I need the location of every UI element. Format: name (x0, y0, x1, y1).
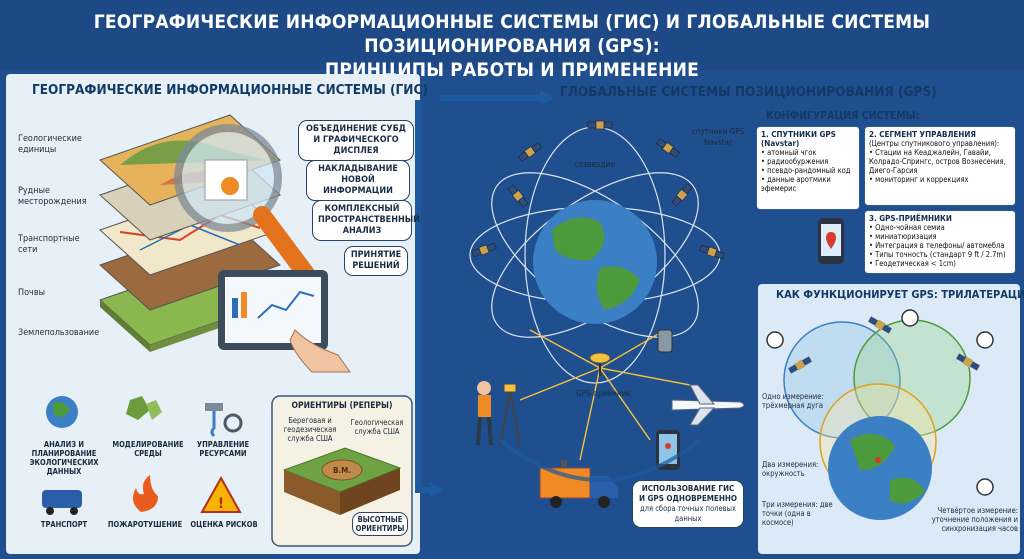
layer-label-geology: Геологические единицы (18, 134, 82, 155)
seg1-item: • радиообуржения (761, 157, 829, 166)
seg3-item: • миниатюризация (869, 232, 937, 241)
layer-label-ore: Рудные месторождения (18, 186, 87, 207)
seg3-item: • Интеграция в телефоны/ автомебла (869, 241, 1005, 250)
layer-label-transport: Транспортные сети (18, 234, 80, 255)
surveyor-icon (476, 381, 521, 446)
globe (533, 200, 657, 324)
seg3-title: 3. GPS-ПРИЁМНИКИ (869, 214, 952, 223)
trilateration-globe (828, 416, 932, 520)
usage-title: ИСПОЛЬЗОВАНИЕ ГИС И GPS ОДНОВРЕМЕННО (639, 484, 737, 503)
benchmark-usgs-label: Геологическая служба США (350, 418, 404, 436)
trilateration-title: КАК ФУНКЦИОНИРУЕТ GPS: ТРИЛАТЕРАЦИЯ (776, 288, 1024, 301)
seg1-title: 1. СПУТНИКИ GPS (Navstar) (761, 130, 836, 148)
benchmark-elevation-label: ВЫСОТНЫЕ ОРИЕНТИРЫ (352, 512, 408, 536)
seg2-item: Колрадо-Спрингс, остров Вознесения, Диег… (869, 157, 1006, 175)
config-seg3: 3. GPS-ПРИЁМНИКИ • Одно-чойная семиа • м… (864, 210, 1016, 274)
benchmark-title: ОРИЕНТИРЫ (РЕПЕРЫ) (291, 401, 393, 411)
seg2-item: • Стации на Кеаджалейн, Гавайи, (869, 148, 991, 157)
benchmark-coast-label: Береговая и геодезическая служба США (283, 416, 337, 443)
app-label-transport: ТРАНСПОРТ (40, 520, 88, 529)
airplane-icon (671, 384, 745, 426)
seg2-subtitle: (Центры спутникового управления): (869, 139, 1000, 148)
seg3-item: • Одно-чойная семиа (869, 223, 945, 232)
benchmark-marker-text: B.M. (332, 466, 352, 475)
gps-receiver-icon (589, 352, 611, 376)
constellation-label: созвездие (574, 160, 616, 170)
callout-dbms: ОБЪЕДИНЕНИЕ СУБД И ГРАФИЧЕСКОГО ДИСПЛЕЯ (298, 120, 414, 161)
config-phone-icon (818, 218, 844, 264)
callout-analysis: КОМПЛЕКСНЫЙ ПРОСТРАНСТВЕННЫЙ АНАЛИЗ (312, 200, 420, 241)
gis-title: ГЕОГРАФИЧЕСКИЕ ИНФОРМАЦИОННЫЕ СИСТЕМЫ (Г… (32, 82, 428, 98)
app-label-risk: ОЦЕНКА РИСКОВ (190, 520, 258, 529)
satellite-icons (471, 120, 725, 260)
trilateration-one: Одно измерение: трёхмерная дуга (762, 392, 824, 410)
svg-text:!: ! (218, 496, 224, 512)
seg2-title: 2. СЕГМЕНТ УПРАВЛЕНИЯ (869, 130, 976, 139)
app-label-resources: УПРАВЛЕНИЕ РЕСУРСАМИ (196, 440, 250, 458)
app-label-fire: ПОЖАРОТУШЕНИЕ (107, 520, 183, 529)
satellites-label: спутники GPS Navstar (691, 127, 745, 147)
layer-label-soils: Почвы (18, 288, 45, 298)
config-seg2: 2. СЕГМЕНТ УПРАВЛЕНИЯ (Центры спутниково… (864, 126, 1016, 206)
seg3-item: • Геодетическая < 1cm) (869, 259, 956, 268)
callout-decision: ПРИНЯТИЕ РЕШЕНИЙ (344, 246, 408, 276)
config-seg1: 1. СПУТНИКИ GPS (Navstar) • атомный чгок… (756, 126, 860, 210)
app-label-modeling: МОДЕЛИРОВАНИЕ СРЕДЫ (112, 440, 184, 458)
receiver-label: GPS-приёмник (576, 389, 631, 398)
usage-callout: ИСПОЛЬЗОВАНИЕ ГИС И GPS ОДНОВРЕМЕННО для… (632, 480, 744, 528)
seg2-item: • мониторинг и коррекциях (869, 175, 969, 184)
handheld-gps-icon (657, 329, 673, 353)
usage-subtitle: для сбора точных полевых данных (640, 504, 736, 523)
header: ГЕОГРАФИЧЕСКИЕ ИНФОРМАЦИОННЫЕ СИСТЕМЫ (Г… (0, 0, 1024, 81)
app-icons: ! (42, 396, 243, 515)
van-icon (539, 460, 618, 508)
seg1-item: • атомный чгок (761, 148, 817, 157)
signal-lines (519, 329, 691, 461)
page-title: ГЕОГРАФИЧЕСКИЕ ИНФОРМАЦИОННЫЕ СИСТЕМЫ (Г… (93, 11, 931, 57)
trilateration-satellites (788, 316, 980, 374)
benchmark-marker (321, 459, 363, 481)
layer-label-landuse: Землепользование (18, 328, 100, 338)
config-title: КОНФИГУРАЦИЯ СИСТЕМЫ: (766, 110, 920, 122)
seg3-item: • Типы точность (стандарт 9 ft / 2.7m) (869, 250, 1006, 259)
trilateration-four: Четвёртое измерение: уточнение положения… (931, 506, 1018, 533)
trilateration-two: Два измерения: окружность (762, 460, 819, 478)
app-label-ecology: АНАЛИЗ И ПЛАНИРОВАНИЕ ЭКОЛОГИЧЕСКИХ ДАНН… (29, 440, 99, 476)
seg1-item: • данные аротмики эфемерис (761, 175, 831, 193)
clock-icons (766, 309, 994, 496)
tablet-icon (218, 270, 351, 373)
gps-title: ГЛОБАЛЬНЫЕ СИСТЕМЫ ПОЗИЦИОНИРОВАНИЯ (GPS… (560, 84, 937, 100)
callout-overlay: НАКЛАДЫВАНИЕ НОВОЙ ИНФОРМАЦИИ (306, 160, 410, 201)
seg1-item: • псевдо-рандомный код (761, 166, 851, 175)
trilateration-three: Три измерения: две точки (одна в космосе… (762, 500, 833, 527)
